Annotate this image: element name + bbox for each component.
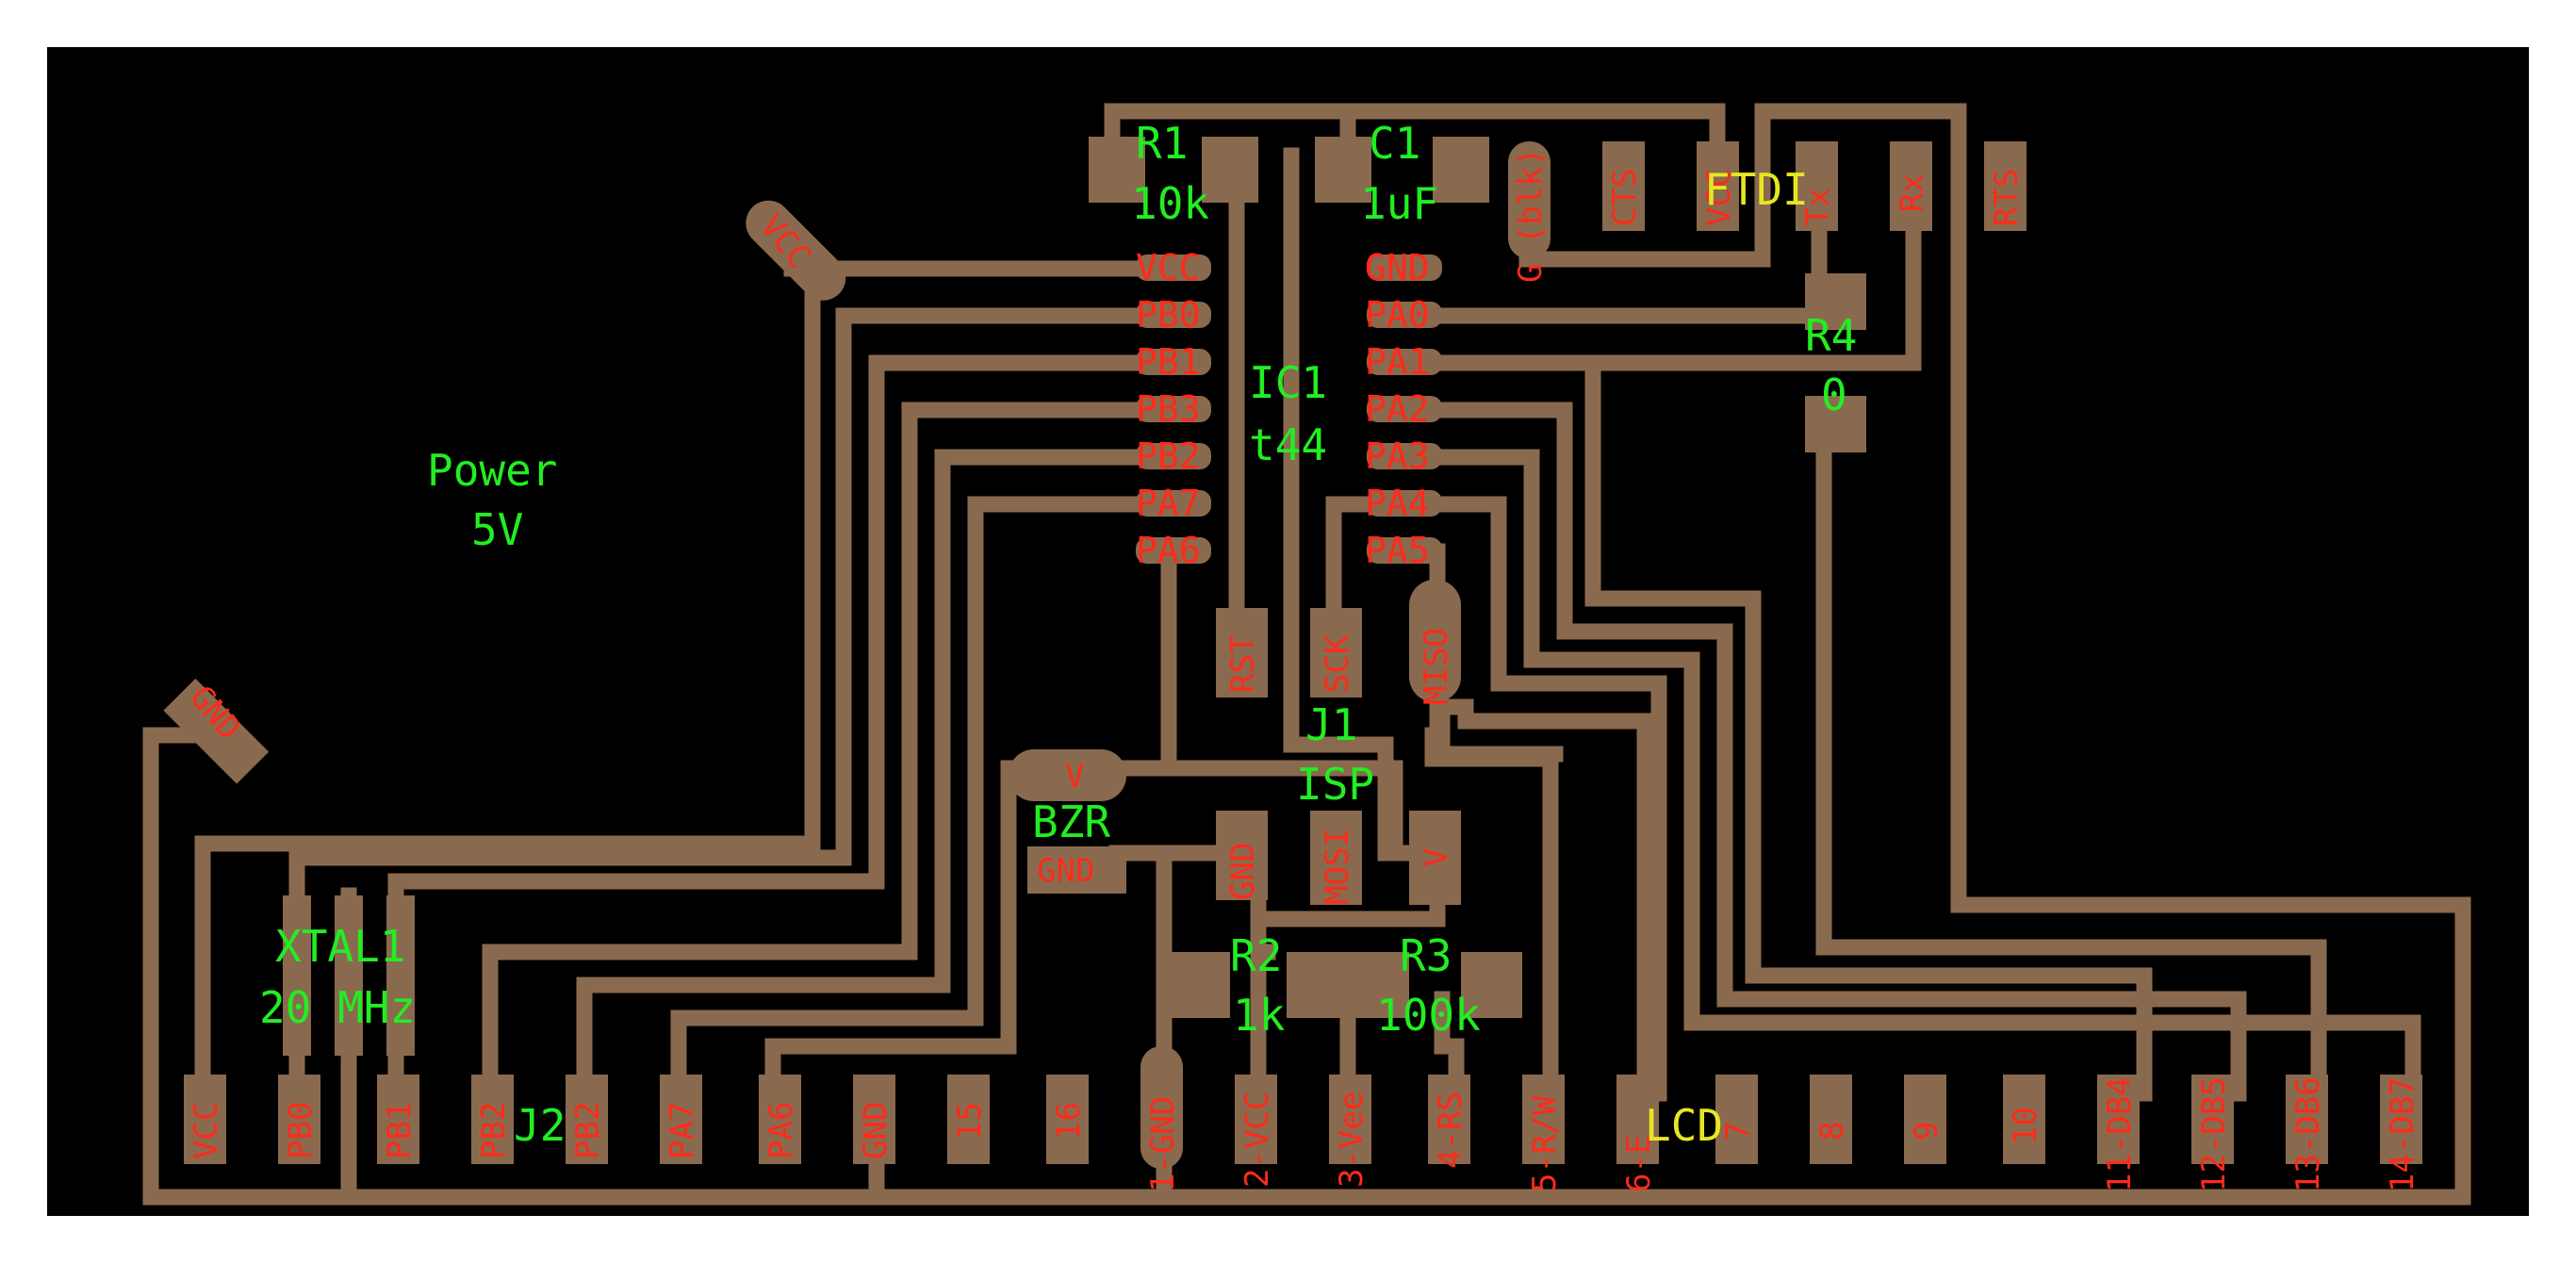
r3-value: 100k — [1376, 990, 1481, 1041]
r3-ref: R3 — [1400, 930, 1452, 981]
svg-text:VCC: VCC — [188, 1102, 225, 1159]
ic-pin-label: PA7 — [1136, 483, 1201, 524]
ic-pin-label: PA2 — [1365, 388, 1430, 430]
j1-ref: J1 — [1305, 699, 1357, 750]
svg-text:PB2: PB2 — [569, 1102, 607, 1159]
ic1-value: t44 — [1249, 419, 1327, 470]
ic-pin-label: PB1 — [1136, 341, 1201, 383]
power-voltage: 5V — [471, 504, 523, 555]
c1-pad-right — [1433, 137, 1489, 203]
svg-text:PA7: PA7 — [664, 1102, 701, 1159]
power-vcc-pad — [746, 200, 846, 301]
svg-text:8: 8 — [1813, 1122, 1851, 1141]
isp-pin-label: MISO — [1418, 628, 1455, 705]
isp-pin-label: RST — [1224, 635, 1262, 693]
ic1-ref: IC1 — [1249, 357, 1327, 408]
ic-pin-label: GND — [1365, 247, 1430, 288]
ftdi-ref: FTDI — [1704, 164, 1809, 215]
svg-text:5-R/W: 5-R/W — [1526, 1095, 1564, 1192]
c1-pad-left — [1315, 137, 1371, 203]
power-label: Power — [427, 445, 557, 496]
xtal1-value: 20 MHz — [259, 982, 416, 1033]
bottom-pads — [184, 1046, 2422, 1169]
svg-text:PB1: PB1 — [381, 1102, 418, 1159]
svg-text:GND: GND — [857, 1102, 894, 1159]
c1-ref: C1 — [1369, 118, 1420, 169]
ftdi-pin-label: Tx — [1799, 188, 1837, 226]
bzr-ref: BZR — [1032, 796, 1110, 847]
svg-text:4-RS: 4-RS — [1432, 1092, 1469, 1169]
svg-text:9: 9 — [1908, 1122, 1945, 1141]
svg-text:PB0: PB0 — [282, 1102, 320, 1159]
bottom-pin-labels: VCC PB0 PB1 PB2 PB2 PA7 PA6 GND 15 16 1-… — [188, 1076, 2421, 1192]
isp-pin-label: GND — [1224, 843, 1262, 900]
svg-text:11-DB4: 11-DB4 — [2101, 1076, 2139, 1192]
ftdi-pin-label: Rx — [1894, 173, 1931, 212]
r4-pad-bottom — [1805, 396, 1866, 452]
j2-ref: J2 — [514, 1100, 566, 1151]
r4-ref: R4 — [1805, 310, 1857, 361]
pads — [163, 137, 2422, 1169]
ic-pin-label: PB3 — [1136, 388, 1201, 430]
bzr-pin-label: V — [1065, 758, 1084, 796]
svg-text:15: 15 — [951, 1102, 989, 1141]
svg-text:2-VCC: 2-VCC — [1239, 1092, 1276, 1188]
power-gnd-pad — [163, 678, 270, 784]
svg-text:3-Vee: 3-Vee — [1333, 1092, 1370, 1188]
xtal1-ref: XTAL1 — [275, 921, 405, 972]
ic-pin-label: PA1 — [1365, 341, 1430, 383]
ftdi-pin-label: CTS — [1606, 169, 1644, 226]
isp-pin-label: V — [1418, 848, 1455, 867]
ic-pin-label: PA0 — [1365, 294, 1430, 336]
isp-pin-label: SCK — [1319, 634, 1356, 693]
ftdi-pin-label: G (blk) — [1512, 148, 1550, 283]
ic-pin-label: PA4 — [1365, 483, 1430, 524]
ftdi-pin-label: RTS — [1988, 169, 2026, 226]
ic-pin-label: PB0 — [1136, 294, 1201, 336]
r1-value: 10k — [1131, 178, 1209, 229]
ftdi-pad — [1984, 141, 2026, 231]
ftdi-pad — [1602, 141, 1645, 231]
ftdi-pin-label: VCC — [1700, 169, 1738, 226]
svg-text:12-DB5: 12-DB5 — [2195, 1076, 2233, 1192]
bzr-pin-label: GND — [1037, 852, 1094, 890]
silkscreen-labels: R1 10k C1 1uF FTDI IC1 t44 R4 0 Power 5V… — [259, 118, 1857, 1151]
r1-pad-right — [1202, 137, 1258, 203]
ic-pin-label: PB2 — [1136, 435, 1201, 477]
svg-text:PA6: PA6 — [763, 1102, 800, 1159]
lcd-ref: LCD — [1645, 1100, 1723, 1151]
r2-ref: R2 — [1230, 930, 1282, 981]
ic-pin-label: VCC — [1136, 247, 1201, 288]
isp-pin-label: MOSI — [1319, 828, 1356, 905]
j1-value: ISP — [1296, 759, 1374, 810]
c1-value: 1uF — [1360, 178, 1438, 229]
r1-ref: R1 — [1136, 118, 1188, 169]
svg-text:10: 10 — [2007, 1107, 2044, 1145]
r4-value: 0 — [1821, 369, 1847, 420]
ftdi-pad — [1890, 141, 1932, 231]
svg-text:16: 16 — [1050, 1102, 1088, 1141]
svg-text:14-DB7: 14-DB7 — [2384, 1076, 2421, 1192]
ftdi-pad — [1697, 141, 1739, 231]
ic-pin-label: PA6 — [1136, 530, 1201, 571]
ftdi-pad — [1508, 141, 1551, 259]
r4-pad-top — [1805, 273, 1866, 330]
svg-text:6-E: 6-E — [1620, 1135, 1658, 1192]
svg-text:PB2: PB2 — [475, 1102, 513, 1159]
ic-pin-label: PA5 — [1365, 530, 1430, 571]
r2-value: 1k — [1233, 990, 1285, 1041]
ftdi-pad — [1796, 141, 1838, 231]
ic-pin-label: PA3 — [1365, 435, 1430, 477]
svg-text:7: 7 — [1719, 1122, 1757, 1141]
r1-pad-left — [1089, 137, 1145, 203]
svg-text:13-DB6: 13-DB6 — [2289, 1076, 2327, 1192]
svg-text:1-GND: 1-GND — [1144, 1096, 1182, 1192]
